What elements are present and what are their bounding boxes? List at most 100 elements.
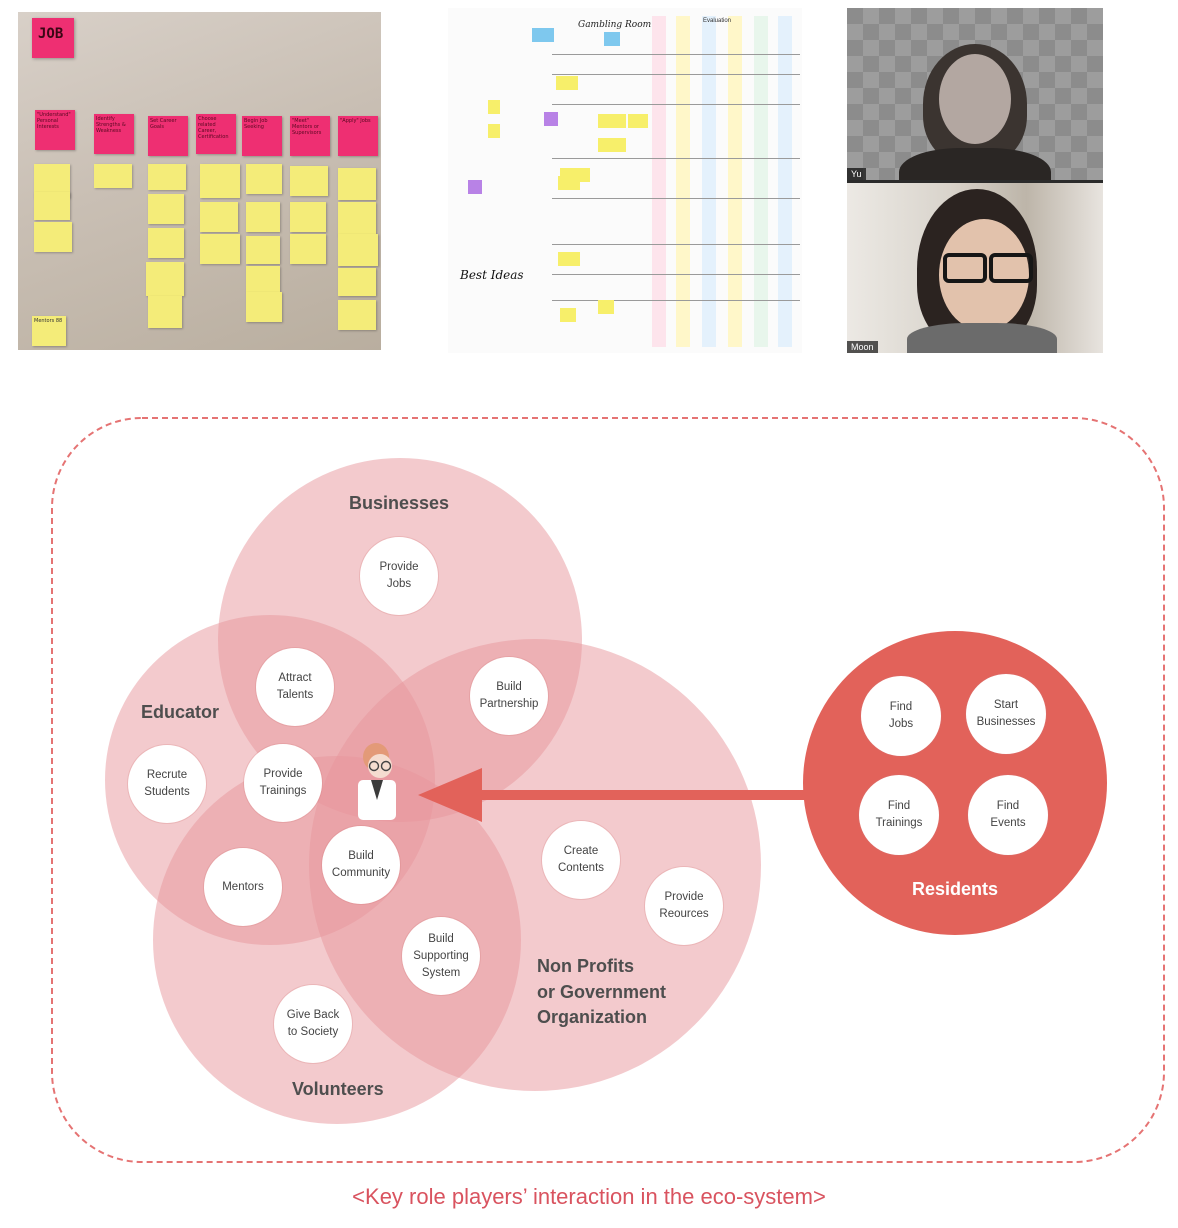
volunteers-label: Volunteers xyxy=(292,1079,384,1099)
resident-find-trainings: Find Trainings xyxy=(859,775,939,855)
sticky-note xyxy=(246,164,282,194)
role-label: Find Jobs xyxy=(888,701,914,730)
role-label: Attract Talents xyxy=(276,672,314,701)
sticky-note xyxy=(338,234,378,266)
role-attract-talents: Attract Talents xyxy=(256,648,334,726)
sticky-note xyxy=(148,194,184,224)
role-label: Build Community xyxy=(331,850,391,879)
best-ideas-label: Best Ideas xyxy=(460,268,524,282)
sticky-note xyxy=(556,76,578,90)
sticky-note xyxy=(338,202,376,236)
resident-find-jobs: Find Jobs xyxy=(861,676,941,756)
role-label: Provide Trainings xyxy=(259,768,307,797)
sticky-note xyxy=(246,202,280,232)
role-label: Create Contents xyxy=(557,845,605,874)
role-label: Find Events xyxy=(990,800,1026,829)
sticky-note xyxy=(558,252,580,266)
sticky-note xyxy=(148,228,184,258)
sticky-note xyxy=(628,114,648,128)
sticky-note xyxy=(34,192,70,220)
sticky-note xyxy=(246,266,280,292)
sticky-note xyxy=(532,28,554,42)
header-sticky-note: "Apply" Jobs xyxy=(338,116,378,156)
sticky-note xyxy=(544,112,558,126)
header-sticky-note: Choose related Career, Certification xyxy=(196,114,236,154)
mentors-sticky-note: Mentors 88 xyxy=(32,316,66,346)
sticky-note xyxy=(148,164,186,190)
sticky-note xyxy=(338,300,376,330)
sticky-note xyxy=(338,168,376,200)
sticky-note xyxy=(148,296,182,328)
sticky-note xyxy=(146,262,184,296)
role-label: Find Trainings xyxy=(875,800,923,829)
sticky-note xyxy=(200,234,240,264)
nonprofits-label: Non Profits or Government Organization xyxy=(537,954,666,1031)
role-mentors: Mentors xyxy=(204,848,282,926)
role-give-back-to-society: Give Back to Society xyxy=(274,985,352,1063)
board-evaluation-label: Evaluation xyxy=(703,18,732,24)
businesses-label: Businesses xyxy=(349,493,450,513)
sticky-note xyxy=(200,164,240,198)
sticky-note xyxy=(290,234,326,264)
header-sticky-note: Set Career Goals xyxy=(148,116,188,156)
role-label: Mentors xyxy=(222,880,264,893)
diagram-caption: <Key role players’ interaction in the ec… xyxy=(352,1184,826,1209)
sticky-note xyxy=(290,202,326,232)
nonprofits-label-line: Non Profits xyxy=(537,956,634,976)
role-create-contents: Create Contents xyxy=(542,821,620,899)
sticky-note xyxy=(290,166,328,196)
resident-find-events: Find Events xyxy=(968,775,1048,855)
role-build-community: Build Community xyxy=(322,826,400,904)
sticky-note xyxy=(246,236,280,264)
participant-name: Yu xyxy=(847,168,866,180)
educator-label: Educator xyxy=(141,702,220,722)
role-label: Recrute Students xyxy=(144,769,190,798)
sticky-note xyxy=(598,114,626,128)
role-provide-jobs: Provide Jobs xyxy=(360,537,438,615)
sticky-note xyxy=(34,222,72,252)
nonprofits-label-line: Organization xyxy=(537,1007,648,1027)
sticky-note xyxy=(604,32,620,46)
job-sticky-note: JOB xyxy=(32,18,74,58)
sticky-note xyxy=(94,164,132,188)
role-provide-resources: Provide Reources xyxy=(645,867,723,945)
role-recruit-students: Recrute Students xyxy=(128,745,206,823)
sticky-note xyxy=(560,168,590,182)
speaker-name: Moon xyxy=(847,341,878,353)
video-tile-speaker: Moon xyxy=(847,183,1103,353)
sticky-note xyxy=(560,308,576,322)
person-illustration xyxy=(358,743,396,820)
header-sticky-note: "Understand" Personal Interests xyxy=(35,110,75,150)
video-tile-participant: Yu xyxy=(847,8,1103,180)
role-label: Build Supporting System xyxy=(413,932,469,979)
ecosystem-diagram: Businesses Educator Volunteers Non Profi… xyxy=(0,410,1178,1170)
nonprofits-label-line: or Government xyxy=(537,981,667,1002)
role-label: Give Back to Society xyxy=(286,1009,340,1038)
sticky-note xyxy=(338,268,376,296)
header-sticky-note: "Meet" Mentors or Supervisors xyxy=(290,116,330,156)
video-call-screenshot: Yu Moon xyxy=(847,8,1103,353)
residents-label: Residents xyxy=(912,879,999,899)
role-build-supporting-system: Build Supporting System xyxy=(402,917,480,995)
sticky-note xyxy=(246,292,282,322)
header-sticky-note: Begin Job Seeking xyxy=(242,116,282,156)
sticky-note xyxy=(598,300,614,314)
role-label: Build Partnership xyxy=(479,681,539,710)
role-label: Provide Reources xyxy=(659,891,709,920)
whiteboard-photo: Gambling Room Evaluation Best Ideas xyxy=(448,8,802,353)
role-build-partnership: Build Partnership xyxy=(470,657,548,735)
header-sticky-note: Identify Strengths & Weakness xyxy=(94,114,134,154)
sticky-note xyxy=(200,202,238,232)
sticky-note xyxy=(598,138,626,152)
arrow xyxy=(418,768,806,822)
sticky-note xyxy=(468,180,482,194)
board-title: Gambling Room xyxy=(578,20,652,30)
role-provide-trainings: Provide Trainings xyxy=(244,744,322,822)
resident-start-businesses: Start Businesses xyxy=(966,674,1046,754)
sticky-note-wall-photo: JOB "Understand" Personal Interests Ident… xyxy=(18,12,381,350)
role-label: Provide Jobs xyxy=(379,561,419,590)
sticky-note xyxy=(488,100,500,114)
role-label: Start Businesses xyxy=(976,699,1036,728)
dashed-border xyxy=(51,417,1165,1163)
sticky-note xyxy=(488,124,500,138)
